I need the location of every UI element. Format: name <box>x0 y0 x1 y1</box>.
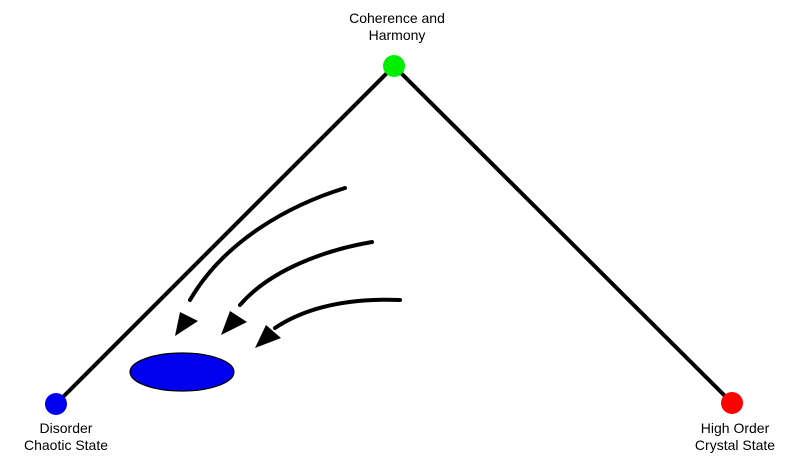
high-order-label-line1: High Order <box>700 420 770 436</box>
curved-arrow-1 <box>188 186 347 302</box>
high-order-label: High Order Crystal State <box>695 420 775 454</box>
arrowhead-2 <box>221 311 247 335</box>
coherence-label: Coherence and Harmony <box>349 10 445 44</box>
disorder-label: Disorder Chaotic State <box>24 420 108 454</box>
high-order-node <box>721 392 743 414</box>
right-edge-line <box>392 64 734 405</box>
curved-arrow-2 <box>238 240 374 307</box>
arrowhead-3 <box>255 325 281 348</box>
coherence-label-line1: Coherence and <box>349 10 445 26</box>
disorder-label-line2: Chaotic State <box>23 437 109 453</box>
attractor-ellipse <box>129 352 235 392</box>
arrowhead-1 <box>175 312 198 336</box>
arrow-group <box>188 186 402 330</box>
high-order-label-line2: Crystal State <box>694 437 776 453</box>
coherence-node <box>383 55 405 77</box>
left-edge-line <box>54 64 396 406</box>
arrowheads <box>175 311 281 348</box>
curved-arrow-3 <box>273 297 402 330</box>
disorder-node <box>45 393 67 415</box>
coherence-label-line2: Harmony <box>368 27 426 43</box>
disorder-label-line1: Disorder <box>39 420 93 436</box>
